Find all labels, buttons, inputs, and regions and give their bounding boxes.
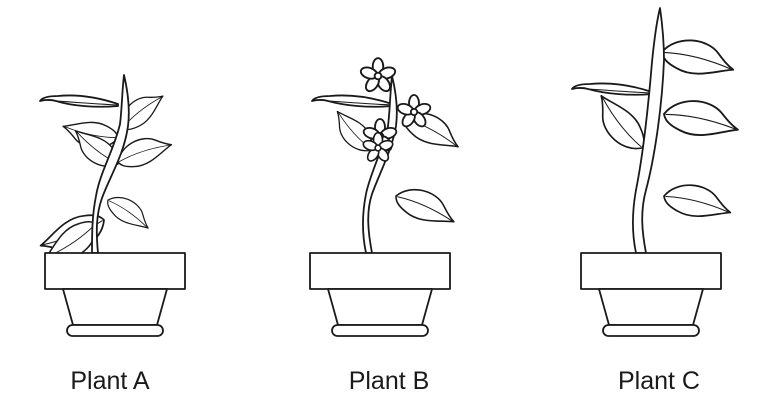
plant-a-label: Plant A	[70, 367, 150, 395]
plant-b-leaves	[311, 94, 467, 234]
plant-c-leaves	[571, 32, 743, 226]
plant-c-label: Plant C	[618, 367, 700, 395]
plant-c-drawing	[571, 7, 743, 337]
plant-b-label: Plant B	[348, 367, 430, 395]
plant-b-drawing	[309, 57, 467, 337]
plant-a-drawing	[34, 74, 186, 337]
plant-a-stem	[91, 74, 130, 254]
plant-c-stem	[632, 7, 665, 254]
plant-a-leaves	[34, 84, 176, 273]
